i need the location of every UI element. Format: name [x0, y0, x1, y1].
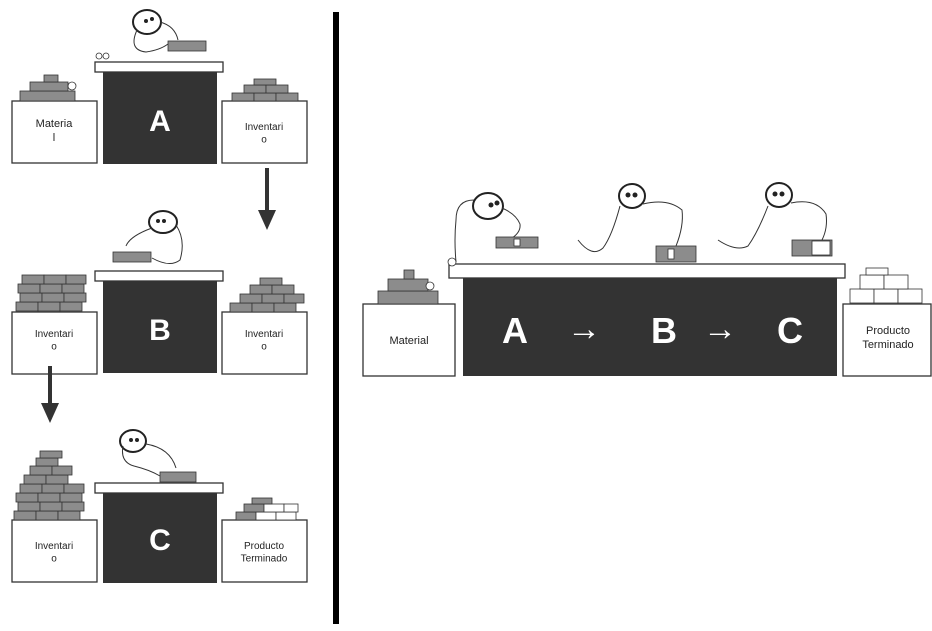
row-c-output-pile [235, 497, 299, 521]
row-b-output-box [221, 311, 308, 375]
row-b-station-label: B [149, 314, 171, 347]
right-input-box [362, 303, 456, 377]
row-a-input-box [11, 100, 98, 164]
row-b-station [103, 281, 217, 373]
right-worker-a [447, 192, 539, 267]
row-b-output-pile [229, 277, 305, 313]
right-worker-b [577, 183, 697, 263]
right-input-label: Material [389, 335, 428, 347]
row-c-output-box [221, 519, 308, 583]
right-station-line [463, 278, 837, 376]
right-output-box [842, 303, 932, 377]
row-c-station-label: C [149, 524, 171, 557]
row-c-worker [119, 429, 197, 483]
right-station-c-label: C [777, 310, 803, 351]
right-arrow-1: → [567, 310, 601, 348]
row-b-table-top [94, 270, 224, 282]
row-b-input-box [11, 311, 98, 375]
right-panel: Material A → B → C [362, 182, 932, 377]
row-c-station [103, 493, 217, 583]
row-a-material-pile [19, 74, 77, 102]
right-output-pile [849, 267, 923, 304]
row-a-output-box [221, 100, 308, 164]
right-table-top [448, 263, 846, 279]
arrow-b-to-c [41, 366, 59, 423]
row-a-station-label: A [149, 105, 171, 138]
row-c-input-box [11, 519, 98, 583]
row-a-worker [95, 9, 207, 60]
row-c-input-pile [13, 450, 85, 521]
right-material-pile [377, 269, 439, 305]
row-c-table-top [94, 482, 224, 494]
row-a-output-pile [231, 78, 299, 102]
row-b-input-pile [15, 274, 87, 312]
row-a-table-top [94, 61, 224, 73]
right-arrow-2: → [703, 310, 737, 348]
row-a-station [103, 72, 217, 164]
row-b-worker [112, 210, 183, 264]
right-worker-c [717, 182, 833, 257]
right-station-b-label: B [651, 310, 677, 351]
right-station-a-label: A [502, 310, 528, 351]
panel-divider [333, 12, 339, 624]
arrow-a-to-b [258, 168, 276, 230]
